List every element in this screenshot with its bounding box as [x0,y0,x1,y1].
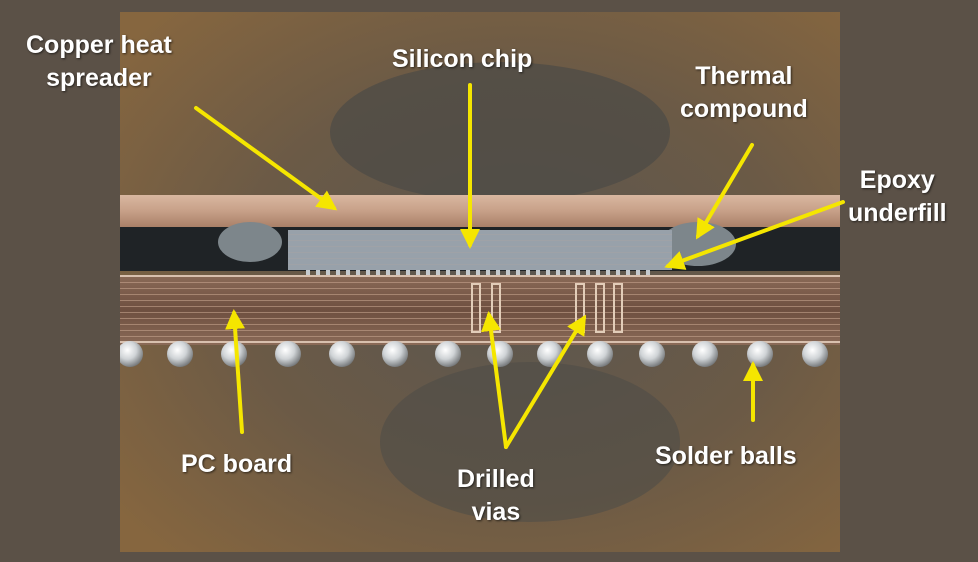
copper-heat-spreader [120,195,840,227]
label-silicon-chip: Silicon chip [392,45,533,73]
label-epoxy-underfill: Epoxy underfill [848,164,947,230]
label-epoxy-underfill-line-1: Epoxy [859,166,935,194]
label-thermal-compound-line-1: Thermal [695,62,793,90]
label-copper-heat-spreader: Copper heat spreader [26,29,172,95]
label-pc-board: PC board [181,450,293,478]
label-solder-balls: Solder balls [655,442,797,470]
label-drilled-vias-line-1: Drilled [457,465,535,493]
label-copper-heat-spreader-line-1: Copper heat [26,31,172,59]
label-drilled-vias: Drilled vias [457,463,535,529]
label-thermal-compound: Thermal compound [680,60,808,126]
silicon-chip-texture [288,230,672,270]
background-blur-top [330,62,670,202]
chip-cross-section-photo [120,12,840,552]
label-epoxy-underfill-line-2: underfill [848,199,947,227]
chip-bumps [306,270,650,275]
thermal-compound-left [218,222,282,262]
label-copper-heat-spreader-line-2: spreader [46,64,152,92]
label-thermal-compound-line-2: compound [680,95,808,123]
label-drilled-vias-line-2: vias [471,498,521,526]
